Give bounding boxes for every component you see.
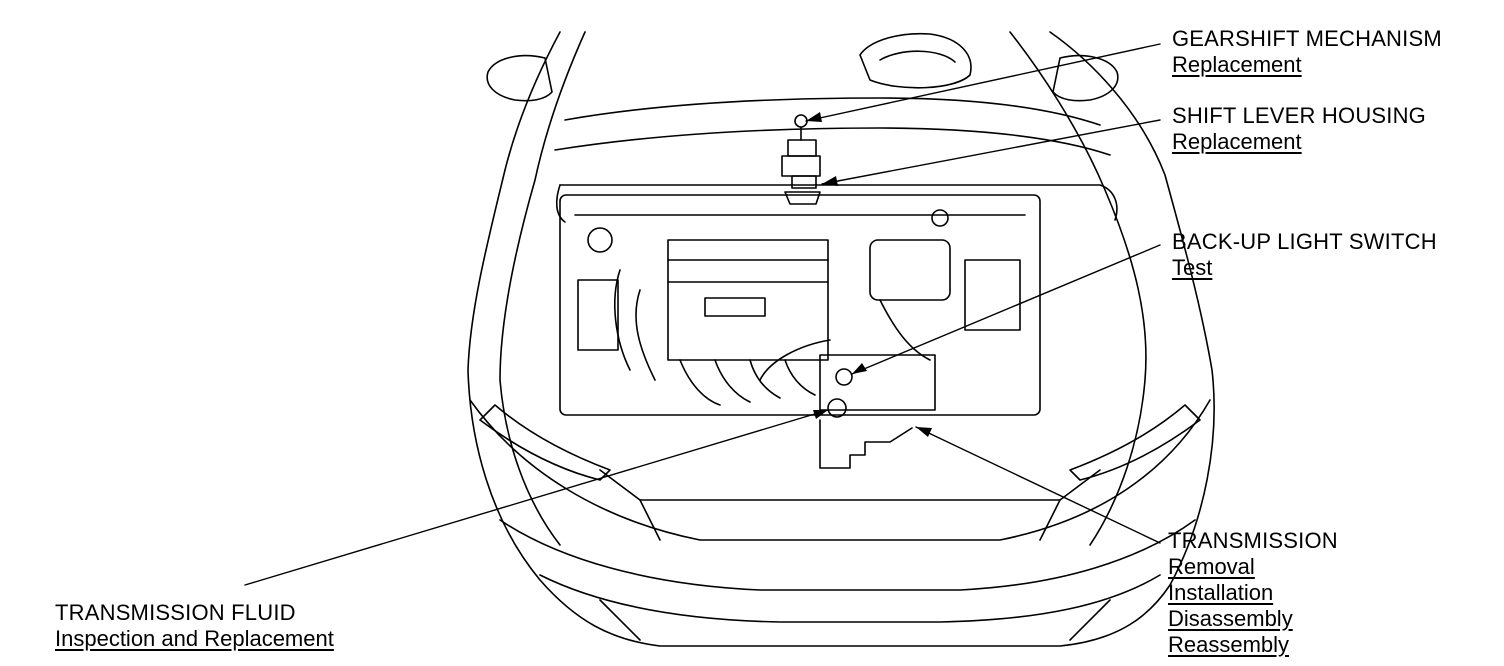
callout-transmission: TRANSMISSION Removal Installation Disass… — [1168, 528, 1338, 658]
callout-transmission-fluid: TRANSMISSION FLUID Inspection and Replac… — [55, 600, 334, 652]
callout-shift-lever-housing: SHIFT LEVER HOUSING Replacement — [1172, 103, 1426, 155]
gearshift-replacement-link[interactable]: Replacement — [1172, 52, 1302, 77]
arrowheads — [806, 112, 932, 437]
fluid-inspection-link[interactable]: Inspection and Replacement — [55, 626, 334, 651]
callout-title: TRANSMISSION — [1168, 528, 1338, 553]
arrowhead-transmission — [916, 427, 932, 437]
transmission-removal-link[interactable]: Removal — [1168, 554, 1255, 579]
leader-transmission — [915, 426, 1161, 544]
arrowhead-shift-lever — [822, 176, 838, 186]
callout-title: BACK-UP LIGHT SWITCH — [1172, 229, 1437, 254]
car-body-outline — [467, 31, 1215, 647]
backup-switch-marker — [835, 368, 853, 386]
callout-title: SHIFT LEVER HOUSING — [1172, 103, 1426, 128]
callout-title: TRANSMISSION FLUID — [55, 600, 296, 625]
engine-bay — [559, 194, 1041, 469]
leader-backup-switch — [851, 244, 1161, 375]
side-mirrors — [486, 54, 1119, 102]
shift-lever-replacement-link[interactable]: Replacement — [1172, 129, 1302, 154]
leader-shift-lever — [821, 119, 1161, 185]
callout-gearshift-mechanism: GEARSHIFT MECHANISM Replacement — [1172, 26, 1442, 78]
transmission-reassembly-link[interactable]: Reassembly — [1168, 632, 1290, 657]
callout-backup-light-switch: BACK-UP LIGHT SWITCH Test — [1172, 229, 1437, 281]
transmission-disassembly-link[interactable]: Disassembly — [1168, 606, 1293, 631]
transmission-installation-link[interactable]: Installation — [1168, 580, 1274, 605]
leader-fluid — [244, 409, 829, 586]
arrowhead-backup-switch — [852, 363, 867, 374]
arrowhead-fluid — [813, 410, 828, 419]
backup-switch-test-link[interactable]: Test — [1172, 255, 1213, 280]
arrowhead-gearshift — [806, 112, 822, 122]
callout-title: GEARSHIFT MECHANISM — [1172, 26, 1442, 51]
leader-lines — [244, 43, 1161, 586]
fluid-plug-marker — [827, 398, 847, 418]
leader-gearshift — [805, 43, 1161, 122]
